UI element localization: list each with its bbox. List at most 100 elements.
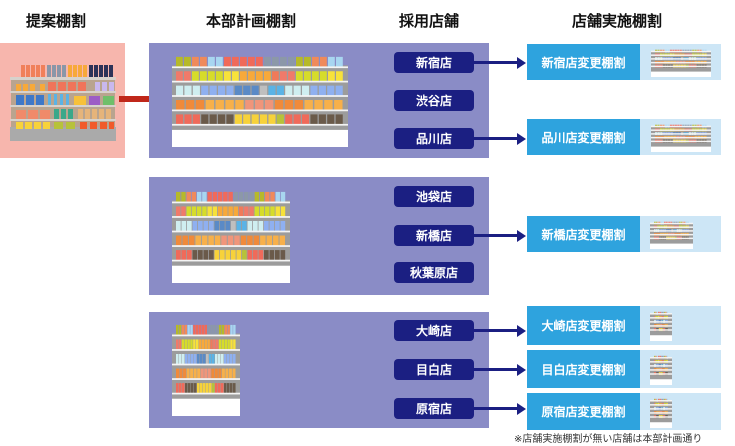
shelf-item bbox=[185, 353, 188, 365]
shelf-item bbox=[294, 100, 303, 111]
shelf-item bbox=[256, 56, 263, 68]
shelf-item bbox=[212, 191, 218, 203]
shelf-item bbox=[172, 109, 348, 112]
shelf-item bbox=[201, 339, 205, 351]
shelf-item bbox=[651, 71, 711, 77]
shelf-item bbox=[650, 230, 693, 232]
shelf-item bbox=[275, 250, 280, 261]
shelf-item bbox=[218, 114, 226, 126]
shelf-item bbox=[251, 85, 259, 97]
shelf-item bbox=[172, 230, 290, 233]
shelf-item bbox=[275, 206, 280, 218]
shelf-item bbox=[221, 368, 225, 380]
shelf-item bbox=[231, 250, 236, 261]
shelf-item bbox=[293, 85, 301, 97]
shelf-item bbox=[187, 339, 190, 351]
store-badge-shibuya[interactable]: 渋谷店 bbox=[394, 90, 474, 111]
shelf-item bbox=[225, 368, 229, 380]
result-osaki[interactable]: 大崎店変更棚割 bbox=[527, 306, 721, 345]
shelf-item bbox=[172, 392, 240, 395]
shelf-item bbox=[248, 56, 255, 68]
connector-osaki bbox=[474, 329, 518, 332]
shelf-item bbox=[221, 353, 224, 365]
result-shinagawa[interactable]: 品川店変更棚割 bbox=[527, 119, 721, 155]
footnote: ※店舗実施棚割が無い店舗は本部計画通り bbox=[514, 434, 703, 445]
shelf-item bbox=[231, 220, 236, 232]
shelf-item bbox=[238, 191, 244, 203]
shelf-item bbox=[240, 56, 247, 68]
shelf-item bbox=[205, 100, 215, 111]
shelf-item bbox=[650, 361, 672, 363]
store-badge-akihabara[interactable]: 秋葉原店 bbox=[394, 262, 474, 283]
shelf-item bbox=[176, 235, 182, 247]
store-badge-harajuku[interactable]: 原宿店 bbox=[394, 398, 474, 419]
shelf-item bbox=[176, 324, 179, 336]
shelf-item bbox=[650, 325, 672, 327]
shelf-item bbox=[258, 250, 264, 261]
shelf-item bbox=[181, 206, 186, 218]
plan-shelf-small-image bbox=[172, 324, 240, 416]
shelf-item bbox=[235, 100, 244, 111]
shelf-item bbox=[269, 220, 275, 232]
shelf-item bbox=[650, 222, 693, 225]
shelf-item bbox=[650, 422, 672, 428]
shelf-item bbox=[217, 191, 223, 203]
arrowhead-shinagawa bbox=[517, 132, 526, 145]
store-badge-osaki[interactable]: 大崎店 bbox=[394, 320, 474, 341]
shelf-item bbox=[650, 365, 672, 367]
shelf-item bbox=[651, 61, 711, 64]
store-badge-shinagawa[interactable]: 品川店 bbox=[394, 128, 474, 149]
shelf-item bbox=[198, 250, 203, 261]
shelf-item bbox=[284, 100, 294, 111]
shelf-item bbox=[264, 220, 269, 232]
shelf-item bbox=[186, 368, 190, 380]
shelf-item bbox=[226, 85, 234, 97]
shelf-item bbox=[224, 56, 231, 68]
shelf-item bbox=[192, 71, 199, 83]
shelf-item bbox=[244, 191, 249, 203]
result-shinjuku[interactable]: 新宿店変更棚割 bbox=[527, 44, 721, 80]
shelf-item bbox=[217, 206, 223, 218]
shelf-item bbox=[200, 71, 207, 83]
shelf-item bbox=[232, 56, 239, 68]
shelf-item bbox=[230, 339, 233, 351]
shelf-item bbox=[304, 100, 313, 111]
shelf-item bbox=[650, 357, 672, 359]
shelf-item bbox=[226, 114, 234, 126]
shelf-item bbox=[172, 123, 348, 126]
shelf-item bbox=[172, 363, 240, 366]
shelf-item bbox=[211, 368, 215, 380]
shelf-item bbox=[172, 80, 348, 83]
shelf-item bbox=[227, 324, 230, 336]
shelf-item bbox=[184, 85, 192, 97]
shelf-item bbox=[651, 54, 711, 56]
shelf-item bbox=[234, 85, 242, 97]
shelf-item bbox=[221, 383, 224, 394]
shelf-item bbox=[201, 114, 209, 126]
shelf-item bbox=[182, 383, 185, 394]
store-badge-ikebukuro[interactable]: 池袋店 bbox=[394, 186, 474, 207]
shelf-item bbox=[195, 100, 205, 111]
shelf-item bbox=[336, 71, 343, 83]
shelf-item bbox=[650, 408, 672, 410]
store-badge-shimbashi[interactable]: 新橋店 bbox=[394, 225, 474, 246]
shelf-item bbox=[320, 56, 327, 68]
shelf-item bbox=[202, 206, 207, 218]
shelf-item bbox=[179, 353, 182, 365]
result-mejiro[interactable]: 目白店変更棚割 bbox=[527, 350, 721, 388]
shelf-item bbox=[198, 324, 202, 336]
store-badge-mejiro[interactable]: 目白店 bbox=[394, 359, 474, 380]
shelf-item bbox=[172, 216, 290, 218]
result-harajuku[interactable]: 原宿店変更棚割 bbox=[527, 393, 721, 430]
shelf-item bbox=[192, 85, 200, 97]
shelf-item bbox=[243, 114, 251, 126]
result-shimbashi[interactable]: 新橋店変更棚割 bbox=[527, 216, 721, 252]
shelf-item bbox=[181, 220, 187, 232]
proposal-panel bbox=[0, 43, 125, 158]
shelf-item bbox=[280, 220, 286, 232]
shelf-item bbox=[214, 250, 220, 261]
shelf-item bbox=[185, 100, 195, 111]
store-badge-shinjuku[interactable]: 新宿店 bbox=[394, 52, 474, 73]
shelf-item bbox=[220, 220, 225, 232]
shelf-item bbox=[181, 191, 186, 203]
